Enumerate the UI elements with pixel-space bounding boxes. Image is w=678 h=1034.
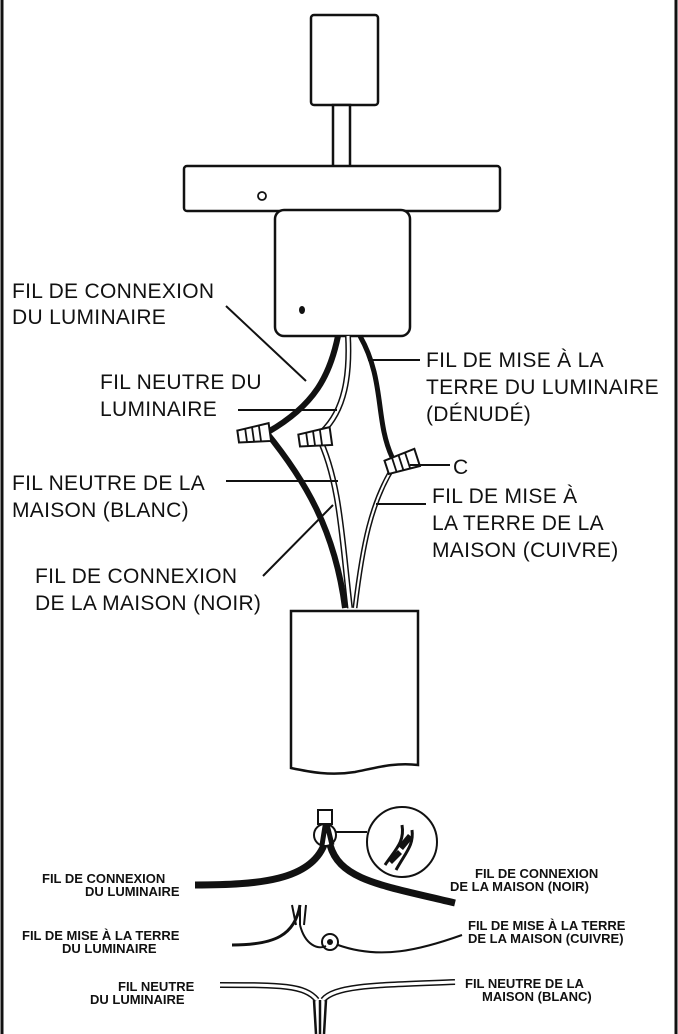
splice-supply: [194, 806, 456, 907]
bottom-row1-right-l2: DE LA MAISON (NOIR): [450, 879, 589, 894]
bottom-row2-right-l2: DE LA MAISON (CUIVRE): [468, 931, 624, 946]
house-black-wire: [263, 430, 348, 609]
fixture-assembly: [182, 13, 502, 338]
canopy-screw-hole: [257, 191, 267, 201]
splice-ground: [231, 904, 463, 954]
label-house-supply-l1: FIL DE CONNEXION: [35, 565, 237, 588]
label-fixture-neutral-l2: LUMINAIRE: [100, 398, 217, 421]
label-fixture-wire-l2: DU LUMINAIRE: [12, 306, 166, 329]
bottom-row2-left-l2: DU LUMINAIRE: [62, 941, 157, 956]
bottom-row1-right-l1: FIL DE CONNEXION: [475, 866, 598, 881]
leader-lines-top: [225, 305, 450, 577]
fixture-top-box: [309, 13, 380, 107]
bottom-row2-right-l1: FIL DE MISE À LA TERRE: [468, 918, 626, 933]
label-fixture-neutral-l1: FIL NEUTRE DU: [100, 371, 262, 394]
junction-box: [273, 208, 412, 338]
wire-nut-black: [236, 421, 273, 444]
splice-house-ground-wire: [337, 934, 463, 954]
bottom-row1-left-l2: DU LUMINAIRE: [85, 884, 180, 899]
splice-fixture-neutral-wire: [219, 982, 320, 1003]
label-house-ground-l1: FIL DE MISE À: [432, 485, 578, 508]
splice-neutral: [219, 979, 456, 1034]
label-connector: C: [453, 456, 468, 479]
label-house-ground-l2: LA TERRE DE LA: [432, 512, 604, 535]
splice-fixture-black-wire: [194, 843, 328, 889]
label-fixture-ground-l3: (DÉNUDÉ): [426, 403, 531, 426]
bottom-row3-right-l1: FIL NEUTRE DE LA: [465, 976, 585, 991]
house-ground-wire: [352, 458, 401, 609]
outlet-box: [289, 609, 420, 775]
fixture-black-wire: [266, 335, 341, 435]
label-fixture-wire-l1: FIL DE CONNEXION: [12, 280, 214, 303]
bottom-row1-left-l1: FIL DE CONNEXION: [42, 871, 165, 886]
bottom-row3-left-l2: DU LUMINAIRE: [90, 992, 185, 1007]
label-house-ground-l3: MAISON (CUIVRE): [432, 539, 619, 562]
fixture-stem: [331, 103, 352, 169]
label-fixture-ground-l2: TERRE DU LUMINAIRE: [426, 376, 659, 399]
junction-box-dot: [299, 306, 305, 314]
splice-house-black-wire: [326, 843, 456, 907]
label-house-supply-l2: DE LA MAISON (NOIR): [35, 592, 261, 615]
bottom-row2-left-l1: FIL DE MISE À LA TERRE: [22, 928, 180, 943]
label-fixture-ground-l1: FIL DE MISE À LA: [426, 349, 604, 372]
label-house-neutral-l2: MAISON (BLANC): [12, 499, 189, 522]
fixture-ground-wire: [357, 334, 395, 459]
wires-top: [263, 334, 401, 609]
splice-detail-ring: [313, 823, 337, 847]
splice-fixture-ground-wire: [231, 904, 302, 947]
label-house-neutral-l1: FIL NEUTRE DE LA: [12, 472, 205, 495]
canopy-plate: [182, 164, 502, 213]
wire-nut-white: [297, 425, 334, 448]
bottom-row3-right-l2: MAISON (BLANC): [482, 989, 592, 1004]
bottom-row3-left-l1: FIL NEUTRE: [118, 979, 195, 994]
